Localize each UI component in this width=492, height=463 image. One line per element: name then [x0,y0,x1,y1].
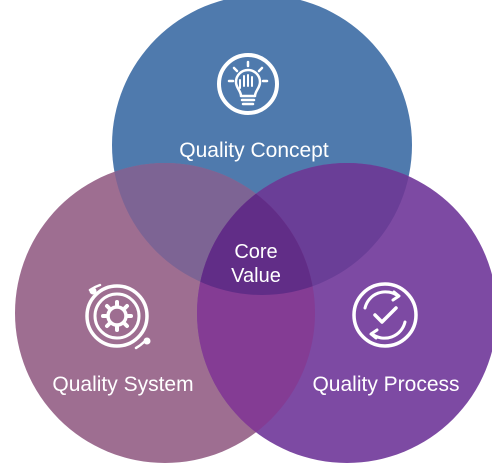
quality-system-label: Quality System [52,373,194,396]
gear-orbit-icon [85,283,151,350]
lightbulb-hand-icon [217,53,279,115]
quality-concept-label: Quality Concept [179,139,329,162]
overlap-core-value [197,163,315,295]
core-value-line1: Core [234,241,278,263]
quality-process-label: Quality Process [312,373,460,396]
cycle-check-icon [352,282,418,348]
core-value-line2: Value [231,265,281,287]
core-value-label: Core Value [206,240,306,288]
